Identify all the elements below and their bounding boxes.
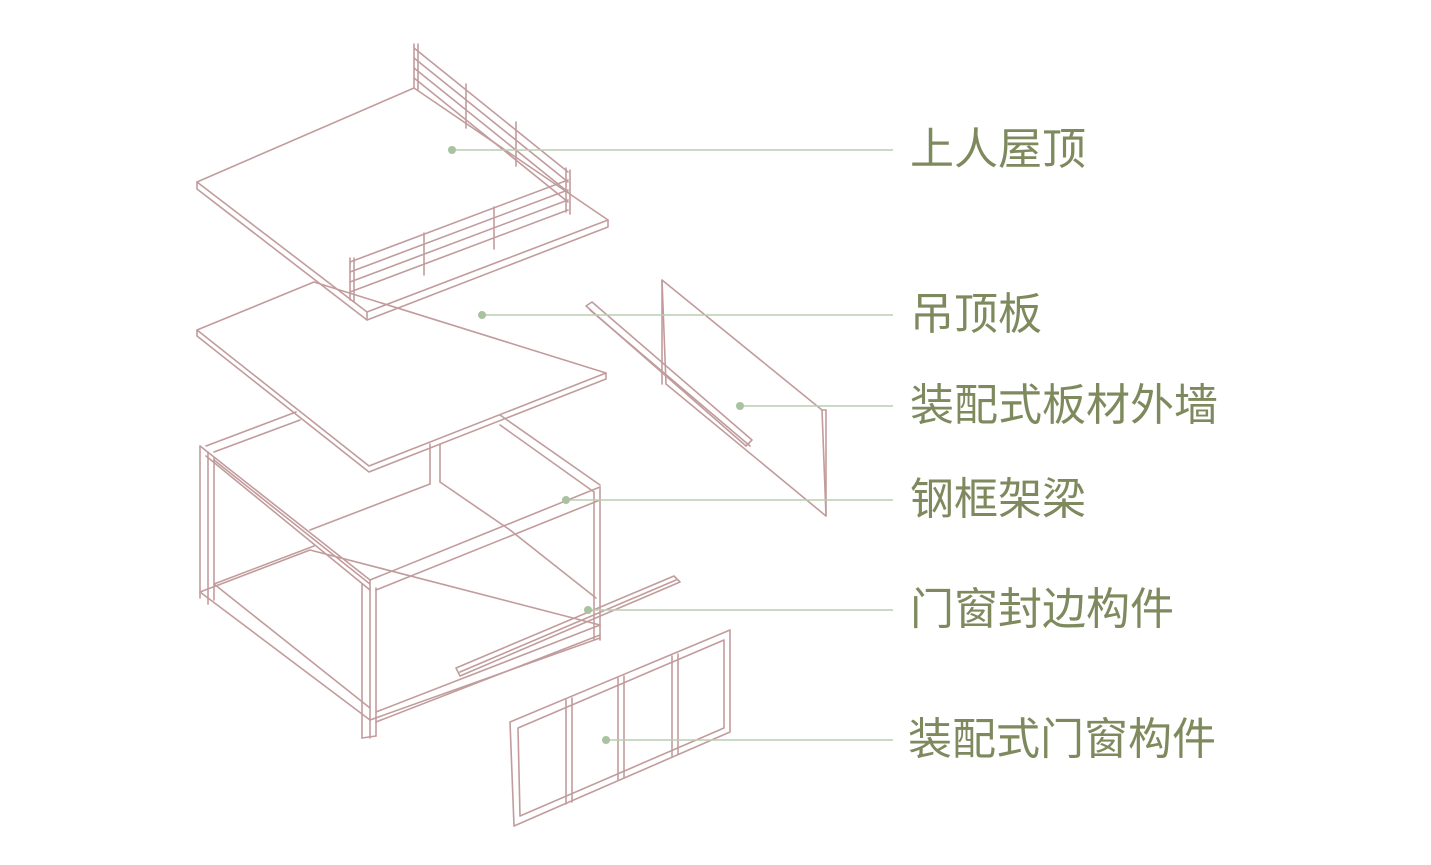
label-ceiling: 吊顶板: [910, 289, 1042, 340]
label-frame: 钢框架梁: [910, 474, 1086, 525]
roof-component: [196, 43, 609, 321]
label-roof: 上人屋顶: [910, 124, 1086, 175]
leader-dot-trim: [584, 606, 592, 614]
trim-bar-lower: [455, 575, 681, 677]
labels: 上人屋顶 吊顶板 装配式板材外墙 钢框架梁 门窗封边构件 装配式门窗构件: [908, 124, 1218, 765]
label-window: 装配式门窗构件: [908, 714, 1216, 765]
leader-dot-ceiling: [478, 311, 486, 319]
leader-dot-wall: [736, 402, 744, 410]
wall-panel: [661, 279, 827, 517]
ceiling-panel: [196, 281, 607, 473]
leader-lines: [448, 146, 893, 744]
label-wall: 装配式板材外墙: [910, 380, 1218, 431]
leader-dot-frame: [562, 496, 570, 504]
roof-railing: [349, 43, 571, 303]
label-trim: 门窗封边构件: [910, 584, 1174, 635]
leader-dot-roof: [448, 146, 456, 154]
trim-bar-upper: [585, 301, 753, 447]
leader-dot-window: [602, 736, 610, 744]
roof-slab: [196, 87, 609, 313]
steel-frame: [199, 411, 601, 739]
window-unit: [509, 629, 731, 827]
